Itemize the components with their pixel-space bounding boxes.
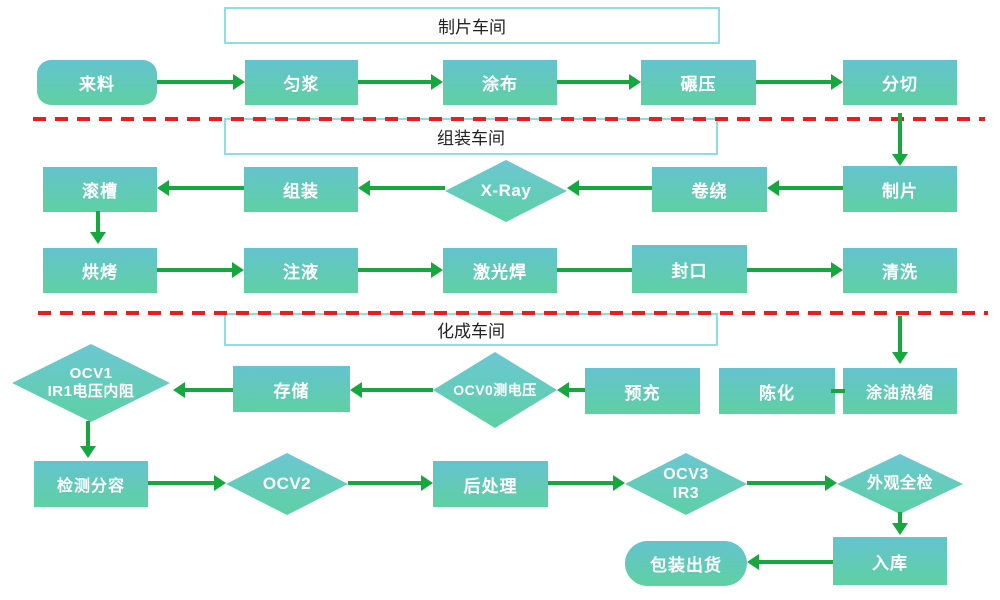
node-cleaning: 清洗 <box>843 248 957 293</box>
section-title-formation: 化成车间 <box>224 313 718 346</box>
node-ocv2-check: OCV2 <box>226 453 348 515</box>
ocv1-label-line1: OCV1 <box>69 365 113 382</box>
node-ocv0-voltage-test: OCV0测电压 <box>433 352 557 428</box>
node-sealing: 封口 <box>632 245 747 293</box>
section-divider-1 <box>33 117 985 121</box>
flow-arrow-warehousing-to-packing <box>747 554 833 570</box>
flow-arrow-winding-to-xray <box>567 180 652 196</box>
node-baking: 烘烤 <box>43 248 157 293</box>
flow-arrow-sealing-to-cleaning <box>747 262 843 278</box>
flow-arrow-incoming-to-slurry <box>157 74 245 90</box>
node-appearance-inspection: 外观全检 <box>837 454 963 514</box>
node-warehousing: 入库 <box>833 537 947 585</box>
flow-arrow-grading-to-ocv2 <box>148 475 226 491</box>
node-oil-coating-heat-shrink: 涂油热缩 <box>843 368 957 414</box>
flow-arrow-baking-to-filling <box>157 262 244 278</box>
node-assembling: 组装 <box>244 167 358 212</box>
flow-line-oil-shrink-to-aging <box>831 389 845 393</box>
section-title-label: 组装车间 <box>437 129 505 148</box>
node-ocv1-ir1-check: OCV1 IR1电压内阻 <box>12 344 170 422</box>
ocv1-label-line2: IR1电压内阻 <box>47 383 135 400</box>
node-capacity-grading: 检测分容 <box>34 461 148 507</box>
flow-arrow-filling-to-laser-welding <box>358 262 443 278</box>
flow-arrow-grooving-to-baking <box>90 211 106 244</box>
flow-arrow-coating-to-calendering <box>557 74 641 90</box>
node-calendering: 碾压 <box>641 60 756 105</box>
flow-line-laser-welding-to-sealing <box>557 268 632 272</box>
flow-arrow-storage-to-ocv1 <box>173 382 233 398</box>
section-divider-2 <box>38 311 988 315</box>
section-title-assembly: 组装车间 <box>224 118 718 155</box>
flow-arrow-xray-to-assembling <box>358 180 445 196</box>
flow-arrow-post-processing-to-ocv3 <box>548 475 625 491</box>
node-post-processing: 后处理 <box>433 461 548 507</box>
section-title-label: 制片车间 <box>438 18 506 37</box>
flow-arrow-sheeting-to-winding <box>767 180 843 196</box>
node-slurry-mixing: 匀浆 <box>245 60 358 105</box>
node-aging: 陈化 <box>719 368 835 414</box>
flow-arrow-slurry-to-coating <box>358 74 443 90</box>
flow-arrow-slitting-to-sheeting <box>892 113 908 166</box>
flow-arrow-ocv0-to-storage <box>350 382 433 398</box>
section-title-piece-making: 制片车间 <box>224 7 720 44</box>
flow-arrow-ocv2-to-post-processing <box>348 475 433 491</box>
node-packing-shipping: 包装出货 <box>625 541 747 586</box>
node-sheet-making: 制片 <box>843 166 957 212</box>
node-storage: 存储 <box>233 366 350 412</box>
flow-arrow-ocv3-to-inspection <box>747 475 837 491</box>
node-laser-welding: 激光焊 <box>443 248 557 293</box>
section-title-label: 化成车间 <box>437 322 505 341</box>
flow-arrow-inspection-to-warehousing <box>892 512 908 535</box>
node-winding: 卷绕 <box>652 167 767 212</box>
ocv3-label-line1: OCV3 <box>663 465 709 483</box>
flow-arrow-calendering-to-slitting <box>756 74 843 90</box>
node-incoming-material: 来料 <box>37 60 157 105</box>
ocv3-label-line2: IR3 <box>672 485 700 502</box>
node-slitting: 分切 <box>843 60 957 105</box>
flow-arrow-assembling-to-grooving <box>157 180 244 196</box>
flow-arrow-ocv1-to-grading <box>80 421 96 458</box>
node-ocv3-ir3-check: OCV3 IR3 <box>625 453 747 515</box>
flow-arrow-precharge-to-ocv0 <box>557 382 585 398</box>
node-coating: 涂布 <box>443 60 557 105</box>
node-groove-rolling: 滚槽 <box>43 167 157 212</box>
node-precharge: 预充 <box>585 368 700 414</box>
node-xray-check: X-Ray <box>445 160 567 222</box>
node-electrolyte-filling: 注液 <box>244 248 358 293</box>
flow-arrow-cleaning-to-oil-shrink <box>892 316 908 364</box>
